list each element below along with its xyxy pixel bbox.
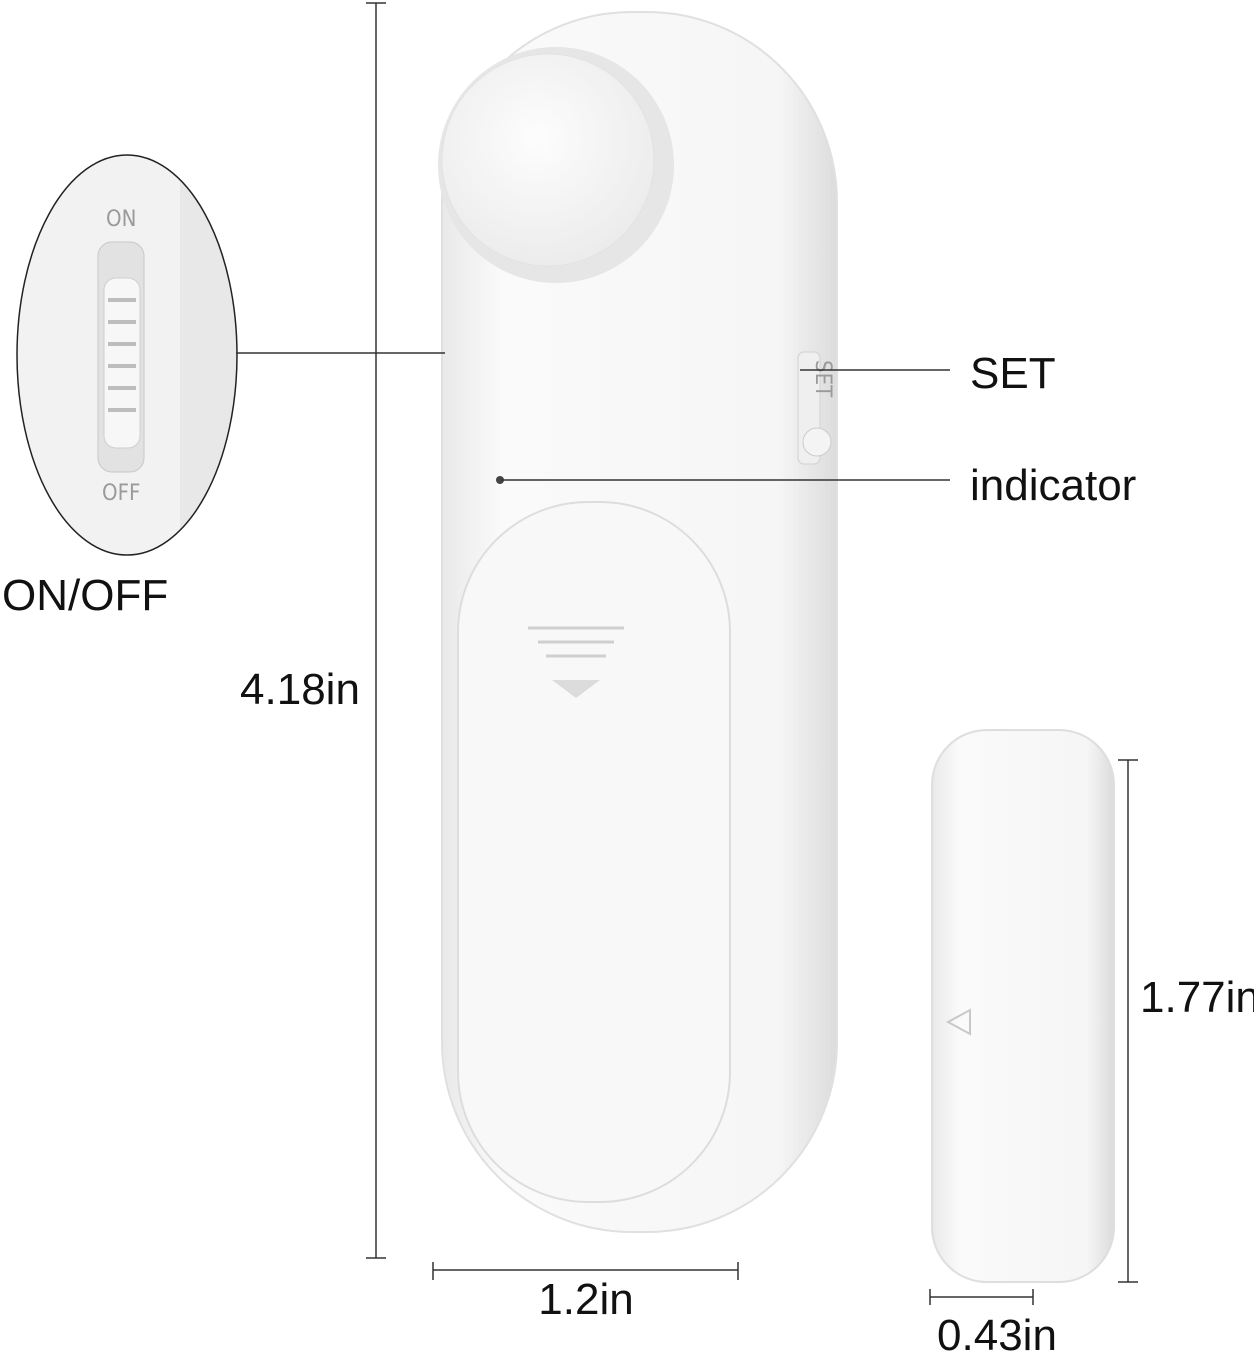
inset-on-label: ON <box>106 207 136 232</box>
battery-cover <box>457 501 731 1203</box>
set-label: SET <box>970 349 1056 398</box>
indicator-label: indicator <box>970 461 1136 510</box>
magnet-sensor <box>931 729 1115 1283</box>
set-button-knob[interactable] <box>802 427 832 457</box>
indicator-led <box>496 476 504 484</box>
arrow-left-icon <box>945 1008 971 1036</box>
width-dimension-label: 1.2in <box>538 1275 633 1324</box>
speaker <box>441 53 655 267</box>
dimension-lines <box>366 2 1138 1305</box>
arrow-down-icon <box>528 626 624 698</box>
on-off-label: ON/OFF <box>2 571 168 620</box>
on-off-switch-inset: ON OFF <box>16 154 238 556</box>
sensor-height-label: 1.77in <box>1140 973 1254 1022</box>
alarm-main-unit: SET <box>438 11 838 1233</box>
sensor-width-label: 0.43in <box>937 1311 1057 1353</box>
leader-lines <box>236 352 950 481</box>
inset-off-label: OFF <box>102 481 140 506</box>
height-dimension-label: 4.18in <box>240 665 360 714</box>
set-marking: SET <box>810 360 835 398</box>
